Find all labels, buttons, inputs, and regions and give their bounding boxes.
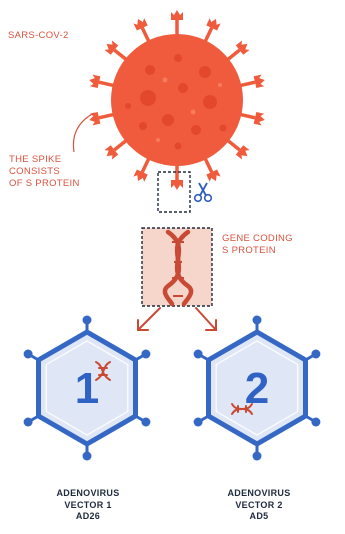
- gene-coding-label: GENE CODING S PROTEIN: [222, 233, 293, 257]
- vector-fiber: [194, 416, 209, 427]
- vector-fiber: [24, 350, 39, 361]
- arrow-to-vector-1: [138, 308, 160, 330]
- vector-2-label: ADENOVIRUS VECTOR 2 AD5: [213, 488, 305, 523]
- spike-protein: [225, 139, 251, 161]
- vector-fiber: [24, 416, 39, 427]
- spike-protein: [88, 74, 117, 88]
- spike-label-line: CONSISTS: [9, 166, 80, 178]
- spike-protein: [103, 39, 129, 61]
- vector-2-label-line: AD5: [213, 511, 305, 523]
- arrow-to-vector-2: [196, 308, 216, 330]
- spike-protein: [133, 16, 151, 44]
- spike-label-line: THE SPIKE: [9, 154, 80, 166]
- spike-protein: [103, 139, 129, 161]
- virus-label-text: SARS-COV-2: [8, 30, 69, 42]
- spike-protein: [237, 112, 266, 126]
- vector-2-label-line: ADENOVIRUS: [213, 488, 305, 500]
- vector-1-label: ADENOVIRUS VECTOR 1 AD26: [42, 488, 134, 523]
- spike-highlight-box: [158, 172, 190, 212]
- virus-label: SARS-COV-2: [8, 30, 69, 42]
- vector-fiber: [305, 350, 320, 361]
- spike-protein: [204, 16, 222, 44]
- spike-label: THE SPIKE CONSISTS OF S PROTEIN: [9, 154, 80, 190]
- gene-label-line: GENE CODING: [222, 233, 293, 245]
- vector-fiber: [135, 416, 150, 427]
- spike-protein: [133, 156, 151, 184]
- vector-1-label-line: ADENOVIRUS: [42, 488, 134, 500]
- spike-protein: [204, 156, 222, 184]
- spike-protein: [225, 39, 251, 61]
- vector-1-label-line: AD26: [42, 511, 134, 523]
- vector-1-number: 1: [75, 364, 99, 413]
- spike-label-line: OF S PROTEIN: [9, 178, 80, 190]
- vector-1-label-line: VECTOR 1: [42, 500, 134, 512]
- vector-fiber: [194, 350, 209, 361]
- vector-fiber: [305, 416, 320, 427]
- sars-cov-2-virus: [88, 10, 266, 190]
- vector-fiber: [135, 350, 150, 361]
- spike-protein: [171, 10, 183, 38]
- scissors-icon: [195, 183, 212, 201]
- gene-label-line: S PROTEIN: [222, 245, 293, 257]
- vector-2-number: 2: [245, 364, 269, 413]
- spike-protein: [237, 74, 266, 88]
- vector-2-label-line: VECTOR 2: [213, 500, 305, 512]
- spike-protein: [171, 162, 183, 190]
